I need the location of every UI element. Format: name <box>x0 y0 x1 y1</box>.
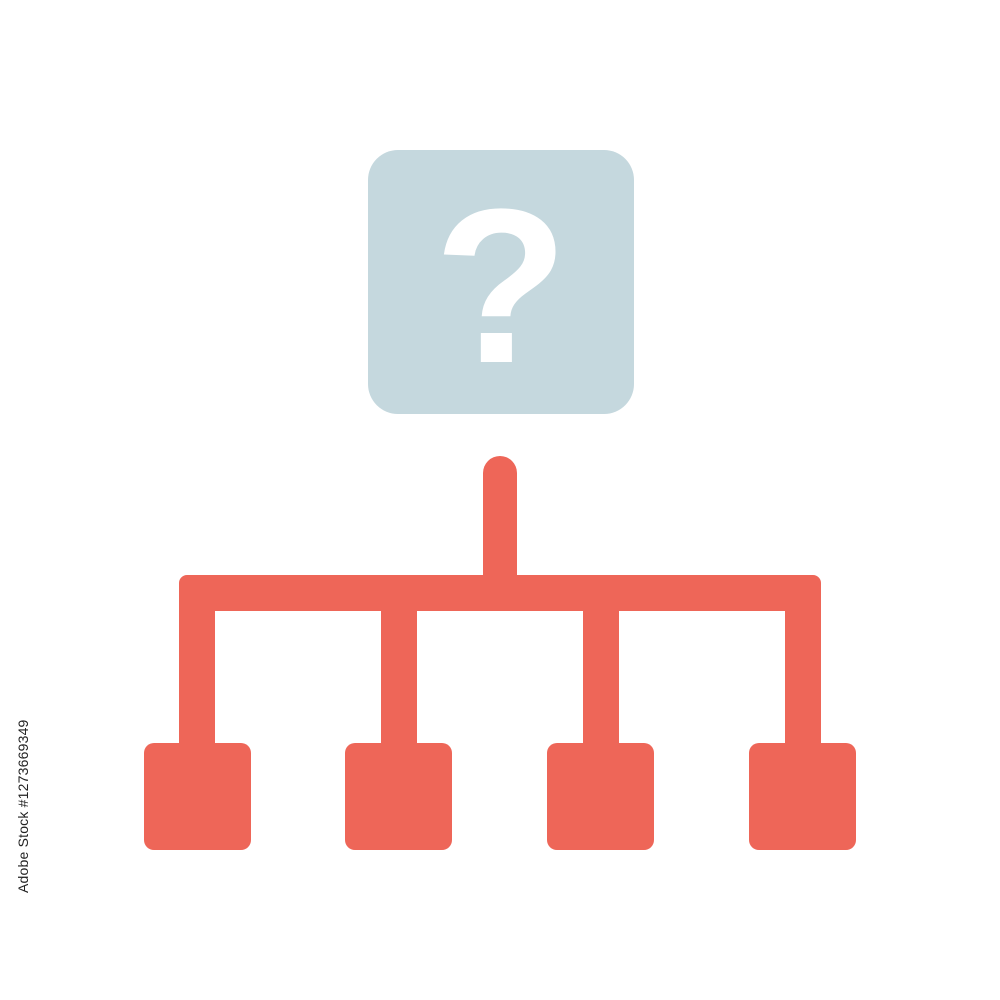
org-chart-icon <box>144 456 856 850</box>
connector-branch-1 <box>179 575 215 775</box>
stock-id-watermark: Adobe Stock #1273669349 <box>8 719 38 893</box>
question-box-bg <box>368 150 634 414</box>
connector-bus <box>179 575 821 611</box>
child-node-1 <box>144 743 251 850</box>
stock-brand-text: Adobe Stock <box>15 811 31 893</box>
connector-branch-4 <box>785 575 821 775</box>
question-mark-icon: ? <box>434 163 568 409</box>
child-node-3 <box>547 743 654 850</box>
connector-trunk <box>483 456 517 596</box>
question-box: ? <box>368 150 634 414</box>
child-node-2 <box>345 743 452 850</box>
stock-id-text: #1273669349 <box>15 719 31 808</box>
child-node-4 <box>749 743 856 850</box>
